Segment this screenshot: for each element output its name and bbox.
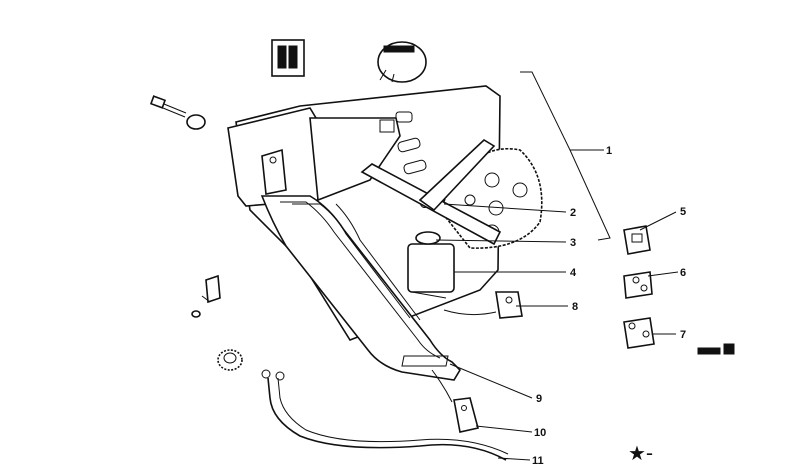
callout-9: 9: [536, 393, 542, 405]
relay-part: [377, 41, 427, 83]
legend-star-symbol: ★-: [628, 441, 653, 465]
callout-6: 6: [680, 267, 686, 279]
switch-part: [271, 39, 305, 77]
callout-11: 11: [532, 455, 544, 467]
lifting-arm: [360, 139, 502, 246]
callout-2: 2: [570, 207, 576, 219]
callout-3: 3: [570, 237, 576, 249]
cable-part: [261, 369, 509, 461]
stamp-mark: [697, 343, 735, 355]
callout-1: 1: [606, 145, 612, 157]
screw-part: [191, 274, 221, 318]
clip-part-8: [443, 291, 523, 319]
bolt-part: [149, 95, 206, 130]
callout-10: 10: [534, 427, 546, 439]
callout-4: 4: [570, 267, 577, 279]
guide-rail: [260, 195, 462, 381]
leader-lines: [435, 149, 679, 461]
connector-part-6: [623, 271, 653, 299]
connector-part-7: [623, 317, 655, 349]
callout-5: 5: [680, 206, 686, 218]
callout-7: 7: [680, 329, 686, 341]
knob-part: [217, 349, 243, 371]
connector-part-5: [623, 225, 651, 255]
callout-8: 8: [572, 301, 578, 313]
motor-part: [407, 231, 455, 299]
clip-part-10: [431, 369, 479, 433]
